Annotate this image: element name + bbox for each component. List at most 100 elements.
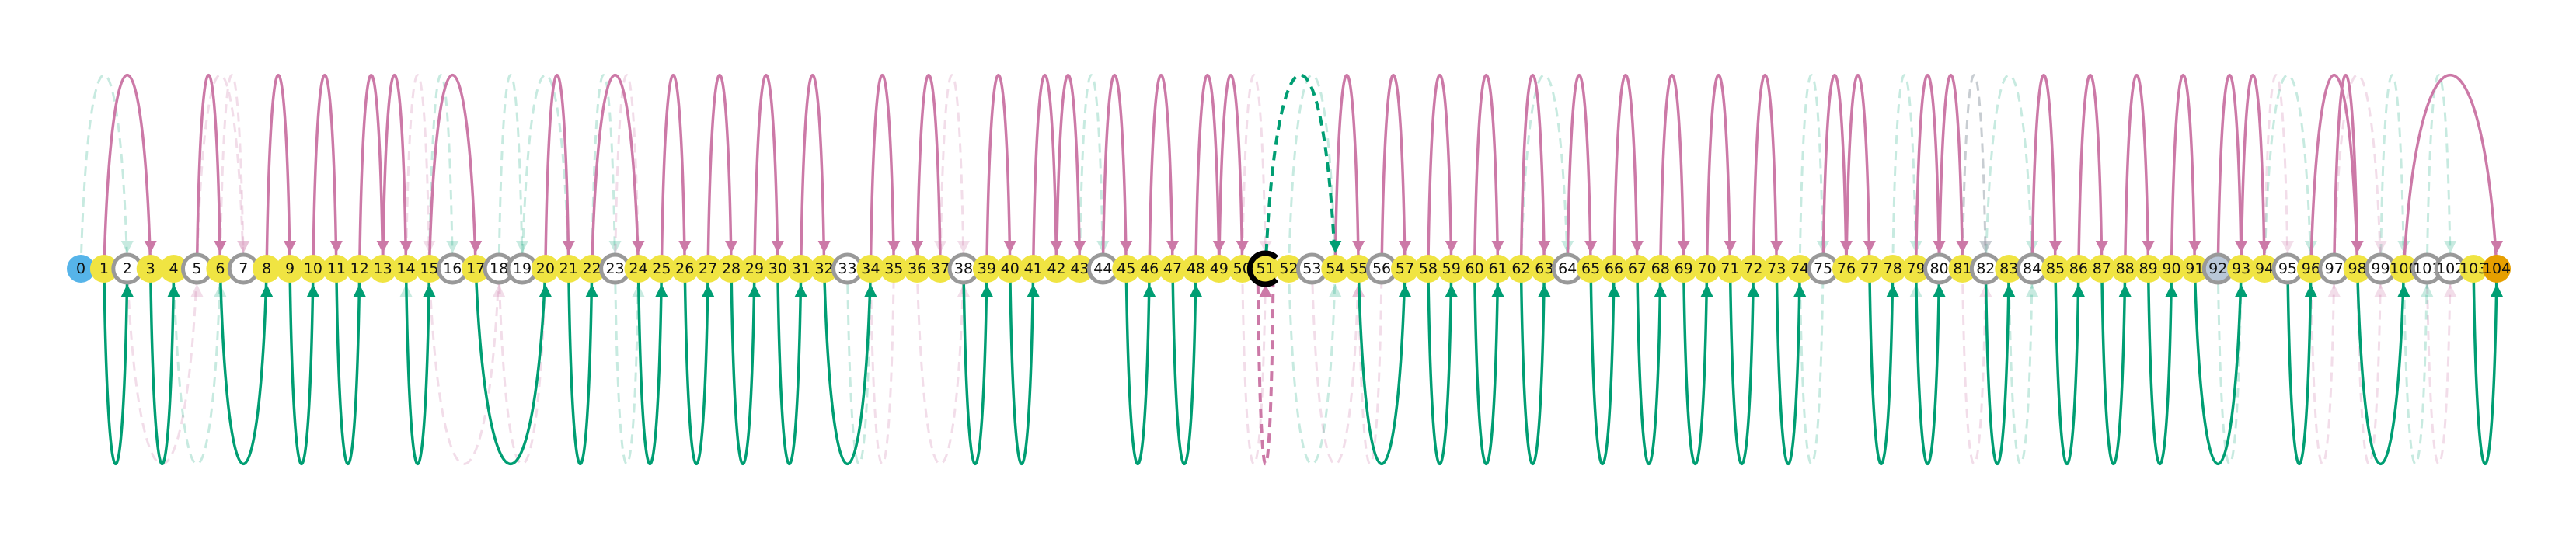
bottom-green-arc (822, 268, 873, 465)
node-label: 22 (583, 260, 601, 277)
node-88: 88 (2111, 255, 2139, 283)
top-faint-green-arc (1519, 74, 1569, 270)
node-46: 46 (1135, 255, 1164, 283)
node-label: 31 (792, 260, 810, 277)
node-61: 61 (1483, 255, 1512, 283)
node-15: 15 (415, 255, 444, 283)
top-pink-arc-arrowhead (817, 241, 831, 253)
top-pink-arc (195, 74, 222, 270)
node-circle (1181, 255, 1210, 283)
top-faint-green-arc-arrowhead (2444, 241, 2457, 253)
current-node-ring (1246, 250, 1279, 287)
top-pink-arc (660, 74, 686, 270)
top-pink-arc (1427, 74, 1453, 270)
bottom-faint-pink-arc (497, 268, 547, 465)
bottom-faint-green-arc (2216, 268, 2243, 465)
top-pink-arc (2332, 74, 2359, 270)
top-pink-arc (1054, 74, 1082, 270)
node-57: 57 (1390, 255, 1419, 283)
node-label: 13 (374, 260, 392, 277)
bottom-green-arc (2472, 268, 2498, 465)
node-circle (345, 255, 374, 283)
top-pink-arc-arrowhead (1120, 241, 1133, 253)
node-label: 87 (2093, 260, 2111, 277)
node-circle (1321, 255, 1350, 283)
top-pink-arc (2402, 73, 2498, 270)
bottom-green-arc-arrowhead (120, 284, 134, 297)
node-102: 102 (2434, 252, 2466, 285)
node-circle (624, 255, 653, 283)
bottom-green-arc (1636, 268, 1662, 465)
node-circle (1112, 255, 1141, 283)
top-pink-arc (1705, 74, 1732, 270)
node-label: 74 (1790, 260, 1809, 277)
node-label: 79 (1907, 260, 1926, 277)
node-label: 82 (1976, 260, 1995, 277)
node-circle (159, 255, 188, 283)
bottom-green-arc-arrowhead (1143, 284, 1156, 297)
node-19: 19 (506, 252, 539, 285)
bottom-green-arc (474, 268, 547, 466)
node-79: 79 (1901, 255, 1930, 283)
bottom-green-arc (2193, 268, 2243, 465)
node-label: 61 (1488, 260, 1507, 277)
bottom-green-arc-arrowhead (2397, 284, 2410, 297)
node-circle (647, 255, 676, 283)
node-circle (1507, 255, 1535, 283)
top-pink-arc-arrowhead (1073, 241, 1086, 253)
bottom-green-arc (636, 268, 664, 465)
node-circle (531, 255, 559, 283)
top-faint-green-arc-arrowhead (446, 241, 459, 253)
node-3: 3 (136, 255, 165, 283)
top-pink-arc (103, 74, 152, 270)
top-faint-pink-arc (2333, 74, 2383, 270)
node-label: 52 (1279, 260, 1298, 277)
bottom-faint-pink-arc (126, 268, 198, 465)
bottom-green-arc (1357, 268, 1407, 465)
top-faint-green-arc (1984, 74, 2034, 270)
bottom-green-arc (2146, 268, 2173, 465)
bottom-green-arc-arrowhead (1793, 284, 1807, 297)
node-39: 39 (972, 255, 1001, 283)
node-label: 33 (838, 260, 856, 277)
node-label: 50 (1233, 260, 1252, 277)
top-pink-arc (381, 74, 408, 270)
top-faint-green-arc (1078, 74, 1104, 270)
node-label: 83 (1999, 260, 2018, 277)
bottom-faint-green-arc (1798, 268, 1825, 465)
node-label: 68 (1651, 260, 1670, 277)
bottom-green-arc (776, 268, 803, 465)
node-77: 77 (1855, 255, 1884, 283)
top-pink-arc (2030, 74, 2057, 270)
node-label: 75 (1814, 260, 1832, 277)
node-circle (136, 255, 165, 283)
bottom-faint-pink-arc (1310, 268, 1360, 465)
top-pink-arc-arrowhead (399, 241, 413, 253)
node-42: 42 (1042, 255, 1071, 283)
top-pink-arc (590, 74, 640, 270)
node-label: 77 (1860, 260, 1879, 277)
top-faint-green-arc-arrowhead (608, 241, 622, 253)
node-label: 99 (2371, 260, 2390, 277)
node-10: 10 (298, 255, 327, 283)
top-pink-arc-arrowhead (2188, 241, 2201, 253)
node-11: 11 (322, 255, 350, 283)
bottom-green-arc (1171, 268, 1197, 465)
node-label: 7 (239, 260, 248, 277)
node-circle (276, 255, 305, 283)
node-52: 52 (1274, 255, 1303, 283)
top-pink-arc-arrowhead (2095, 241, 2108, 253)
node-circle (1739, 255, 1768, 283)
top-pink-arc-arrowhead (2491, 241, 2503, 253)
top-pink-arc-arrowhead (1863, 241, 1876, 253)
bottom-current-pink-arc-arrowhead (1259, 284, 1272, 297)
top-pink-arc (706, 74, 733, 270)
top-faint-green-arc (79, 74, 129, 270)
node-circle (1274, 255, 1303, 283)
top-faint-green-arc (1891, 74, 1918, 270)
top-pink-arc-arrowhead (214, 241, 227, 253)
node-circle (89, 255, 118, 283)
node-circle (1855, 255, 1884, 283)
bottom-faint-pink-arc (1961, 268, 1987, 465)
